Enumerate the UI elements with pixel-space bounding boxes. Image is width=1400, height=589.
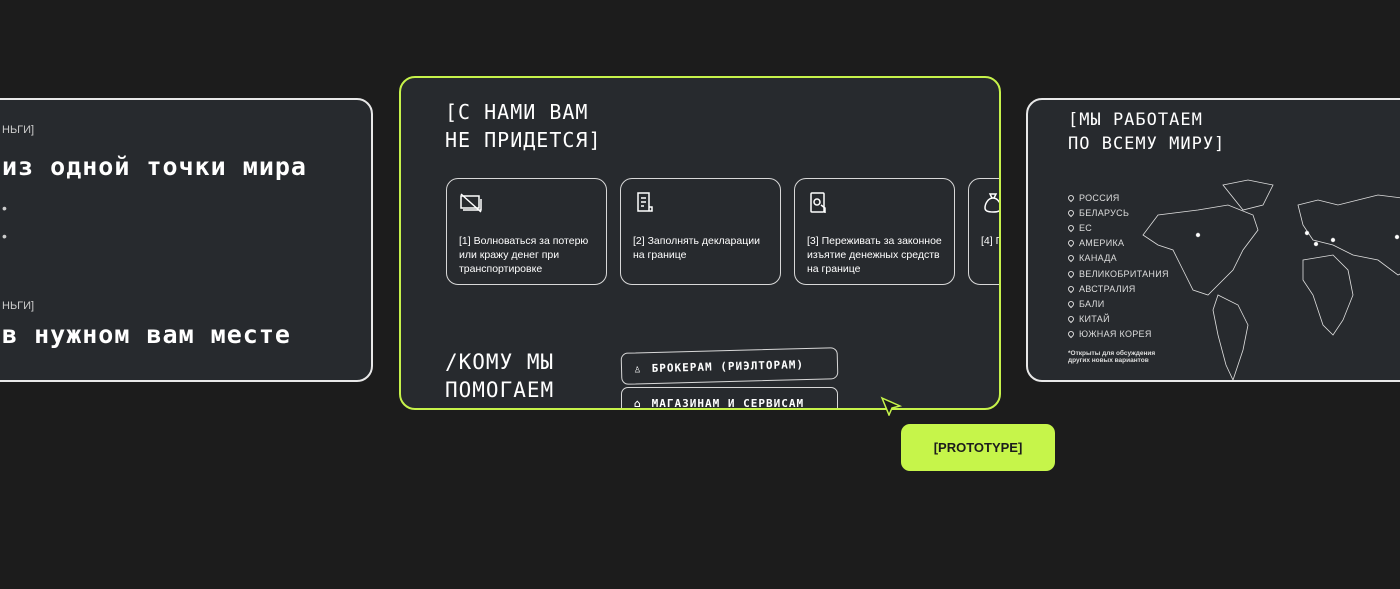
audience-label: МАГАЗИНАМ И СЕРВИСАМ (651, 396, 805, 410)
document-icon (637, 192, 653, 212)
feature-card: [2] Заполнять декларации на границе (620, 178, 781, 285)
pin-icon (1066, 269, 1076, 278)
feature-text: [2] Заполнять декларации на границе (633, 235, 760, 261)
pin-icon (1066, 284, 1076, 293)
hand-money-icon (810, 192, 826, 213)
right-slide-card: [МЫ РАБОТАЕМ ПО ВСЕМУ МИРУ] РОССИЯ БЕЛАР… (1026, 98, 1400, 382)
audience-item[interactable]: ♙ БРОКЕРАМ (РИЭЛТОРАМ) (620, 347, 839, 385)
section-title: /КОМУ МЫ ПОМОГАЕМ (445, 350, 555, 402)
label: НЬГИ] (2, 300, 35, 312)
section-title: [МЫ РАБОТАЕМ ПО ВСЕМУ МИРУ] (1068, 110, 1226, 154)
pin-icon (1066, 314, 1076, 324)
users-icon: ♙ (633, 361, 642, 375)
feature-text: [3] Переживать за законное изъятие денеж… (807, 235, 942, 275)
location-item: АМЕРИКА (1066, 236, 1169, 251)
location-item: КАНАДА (1066, 251, 1169, 266)
store-icon: ⌂ (634, 396, 642, 410)
audience-item[interactable]: ⌂ МАГАЗИНАМ И СЕРВИСАМ (621, 387, 838, 410)
feature-text: [4] П исто сред (981, 235, 999, 247)
bullet: • (2, 228, 7, 244)
location-item: КИТАЙ (1066, 312, 1169, 327)
feature-card: [1] Волноваться за потерю или кражу дене… (446, 178, 607, 285)
cursor-icon (880, 396, 902, 416)
location-item: БАЛИ (1066, 296, 1169, 311)
world-map (1142, 179, 1400, 380)
location-item: ЕС (1066, 220, 1169, 235)
money-bag-icon (984, 193, 999, 213)
left-slide-card: НЬГИ] из одной точки мира • • НЬГИ] в ну… (0, 98, 373, 382)
pin-icon (1066, 208, 1076, 218)
bullet: • (2, 200, 7, 216)
location-item: РОССИЯ (1066, 190, 1169, 205)
heading: из одной точки мира (2, 152, 307, 181)
feature-card: [4] П исто сред (968, 178, 999, 285)
section-title: [С НАМИ ВАМ НЕ ПРИДЕТСЯ] (445, 100, 602, 152)
pin-icon (1066, 223, 1076, 233)
pin-icon (1066, 193, 1076, 202)
pin-icon (1066, 254, 1076, 263)
location-item: АВСТРАЛИЯ (1066, 281, 1169, 296)
label: НЬГИ] (2, 124, 35, 136)
no-cash-icon (460, 193, 482, 213)
center-slide-card: [С НАМИ ВАМ НЕ ПРИДЕТСЯ] [1] Волноваться… (399, 76, 1001, 410)
location-list: РОССИЯ БЕЛАРУСЬ ЕС АМЕРИКА КАНАДА ВЕЛИКО… (1066, 190, 1169, 342)
pin-icon (1066, 238, 1076, 248)
pin-icon (1066, 299, 1076, 309)
note: *Открыты для обсуждения других новых вар… (1068, 350, 1156, 364)
location-item: БЕЛАРУСЬ (1066, 205, 1169, 220)
location-item: ВЕЛИКОБРИТАНИЯ (1066, 266, 1169, 281)
feature-card: [3] Переживать за законное изъятие денеж… (794, 178, 955, 285)
pin-icon (1066, 330, 1076, 339)
prototype-button[interactable]: [PROTOTYPE] (901, 424, 1055, 471)
feature-text: [1] Волноваться за потерю или кражу дене… (459, 235, 589, 275)
audience-label: БРОКЕРАМ (РИЭЛТОРАМ) (651, 357, 805, 375)
heading: в нужном вам месте (2, 320, 291, 349)
location-item: ЮЖНАЯ КОРЕЯ (1066, 327, 1169, 342)
